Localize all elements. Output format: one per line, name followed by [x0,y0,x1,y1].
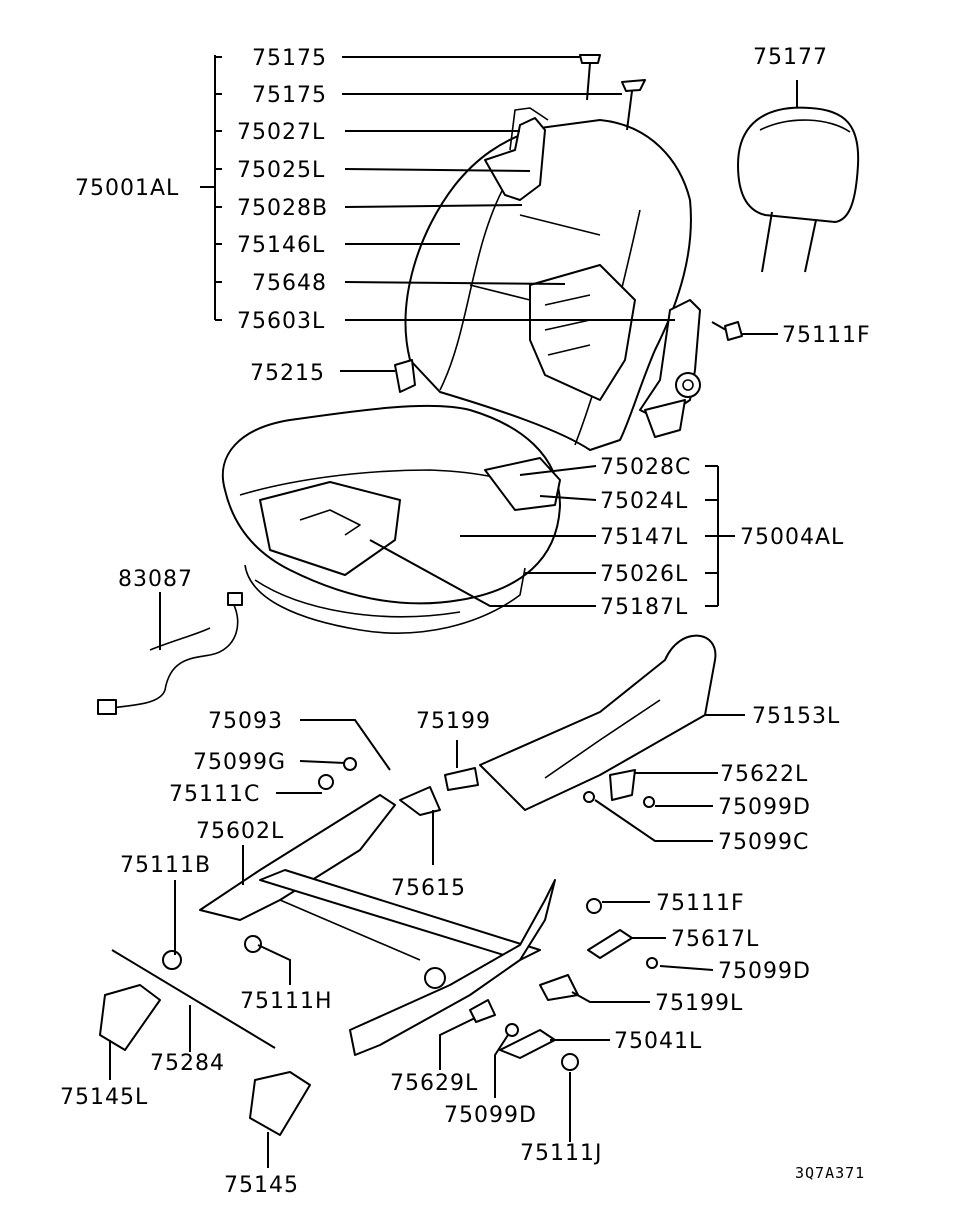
label-75099C: 75099C [718,830,809,855]
label-75099D-c: 75099D [444,1103,537,1128]
cover-75622L [609,769,636,801]
label-75099D-b: 75099D [718,959,811,984]
label-75025L: 75025L [237,158,325,183]
label-75175-a: 75175 [252,46,327,71]
bolt-75111F-mid [586,898,602,914]
cover-75615 [399,786,441,816]
label-75027L: 75027L [237,120,325,145]
label-75099D-a: 75099D [718,795,811,820]
label-75111H: 75111H [240,989,333,1014]
label-75028B: 75028B [237,196,328,221]
bolt-75111C [318,774,334,790]
label-75629L: 75629L [390,1071,478,1096]
bolt-75099D-b [646,957,658,969]
cover-75199 [444,767,479,791]
bolt-75099G [343,757,357,771]
label-75603L: 75603L [237,309,325,334]
seat-slide-drawing [99,634,717,1136]
seat-back-drawing [394,54,743,451]
label-75648: 75648 [252,271,327,296]
label-83087: 83087 [118,567,193,592]
label-75622L: 75622L [720,762,808,787]
knob-75617L [587,929,633,959]
bolt-75111J [561,1053,579,1071]
recliner-75603L [639,299,701,438]
label-75153L: 75153L [752,704,840,729]
label-75099G: 75099G [193,750,286,775]
bolt-75111H [244,935,262,953]
part-labels: 75175 75175 75027L 75025L 75001AL 75028B… [60,45,871,1198]
bolt-75111B [162,950,182,970]
bolt-75175-b [621,79,646,131]
label-75111C: 75111C [169,782,260,807]
cover-75145 [249,1071,311,1136]
wire-harness-83087 [97,592,243,715]
label-75199L: 75199L [655,991,743,1016]
label-75615: 75615 [391,876,466,901]
label-75028C: 75028C [600,455,691,480]
label-75145L: 75145L [60,1085,148,1110]
diagram-code: 3Q7A371 [795,1164,865,1182]
leader-lines [109,55,798,1168]
label-75177: 75177 [753,45,828,70]
label-75284: 75284 [150,1051,225,1076]
label-75001AL: 75001AL [75,176,179,201]
bolt-75099D-c [505,1023,519,1037]
label-75199: 75199 [416,709,491,734]
label-75111F-mid: 75111F [656,891,745,916]
label-75026L: 75026L [600,562,688,587]
label-75215: 75215 [250,361,325,386]
label-75617L: 75617L [671,927,759,952]
label-75111J: 75111J [520,1141,602,1166]
label-75602L: 75602L [196,819,284,844]
wire-75284 [111,949,276,1049]
label-75175-b: 75175 [252,83,327,108]
screw-75111F-top [711,321,743,341]
clip-75215 [394,359,416,393]
label-75146L: 75146L [237,233,325,258]
label-75187L: 75187L [600,595,688,620]
label-75093: 75093 [208,709,283,734]
headrest-75177 [737,106,860,273]
cover-75199L [539,974,579,1001]
label-75145: 75145 [224,1173,299,1198]
bolt-75099D-a [643,796,655,808]
label-75004AL: 75004AL [740,525,844,550]
bolt-75099C [583,791,595,803]
label-75111B: 75111B [120,853,211,878]
label-75111F-top: 75111F [782,323,871,348]
cover-75145L [99,984,161,1051]
label-75024L: 75024L [600,489,688,514]
label-75041L: 75041L [614,1029,702,1054]
seat-cushion-drawing [221,404,561,634]
label-75147L: 75147L [600,525,688,550]
